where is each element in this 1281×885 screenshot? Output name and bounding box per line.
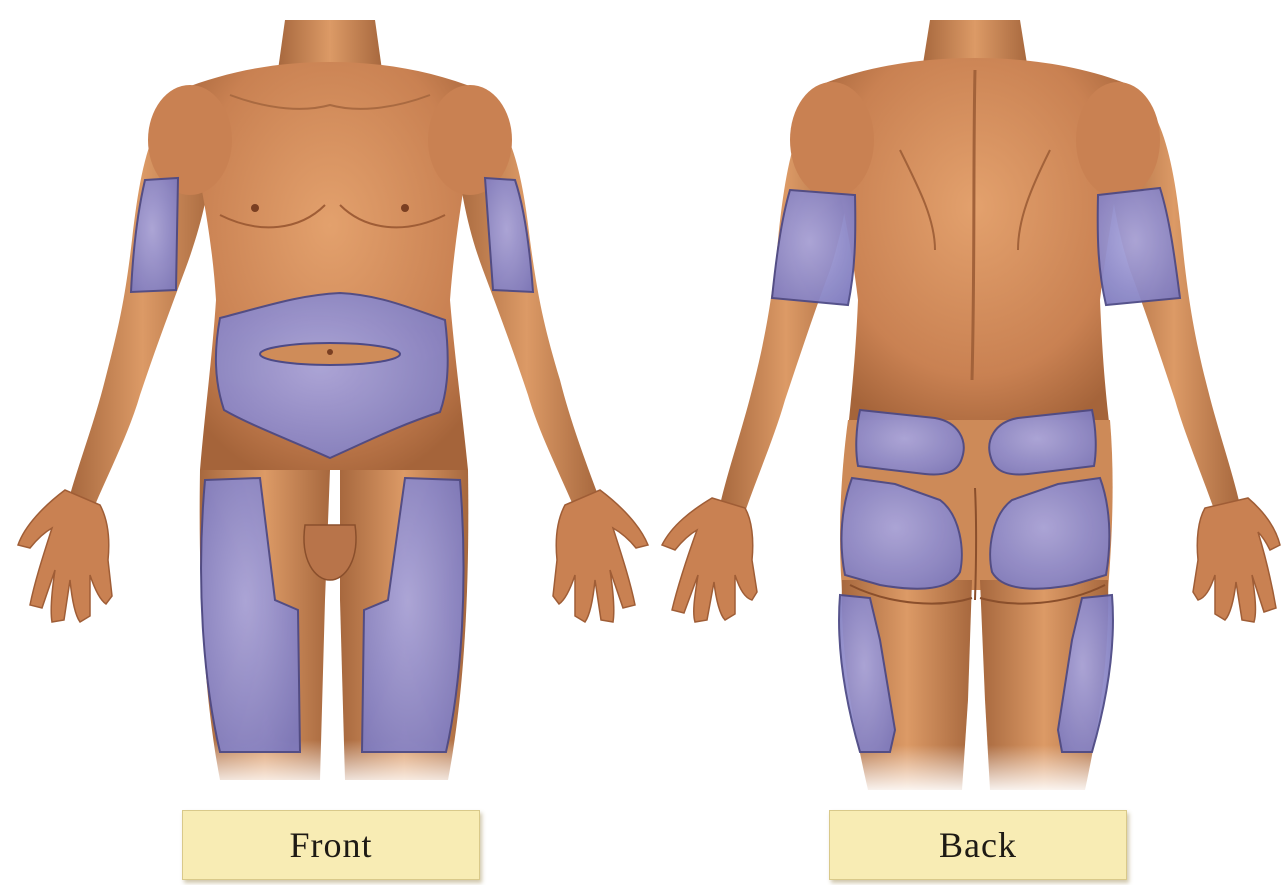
back-left-shoulder: [790, 82, 874, 198]
front-label-text: Front: [289, 824, 372, 866]
back-figure: [662, 20, 1280, 795]
back-label: Back: [829, 810, 1127, 880]
front-right-upper-arm-region[interactable]: [485, 178, 533, 292]
front-left-nipple: [251, 204, 259, 212]
back-gluteal-cleft: [975, 488, 976, 600]
back-right-shoulder: [1076, 82, 1160, 198]
back-right-hand: [1193, 498, 1280, 622]
front-label: Front: [182, 810, 480, 880]
back-label-text: Back: [939, 824, 1017, 866]
front-figure: [18, 20, 648, 790]
front-navel: [327, 349, 333, 355]
front-right-hand: [553, 490, 648, 622]
back-left-hand: [662, 498, 757, 622]
front-left-hand: [18, 490, 112, 622]
front-right-nipple: [401, 204, 409, 212]
